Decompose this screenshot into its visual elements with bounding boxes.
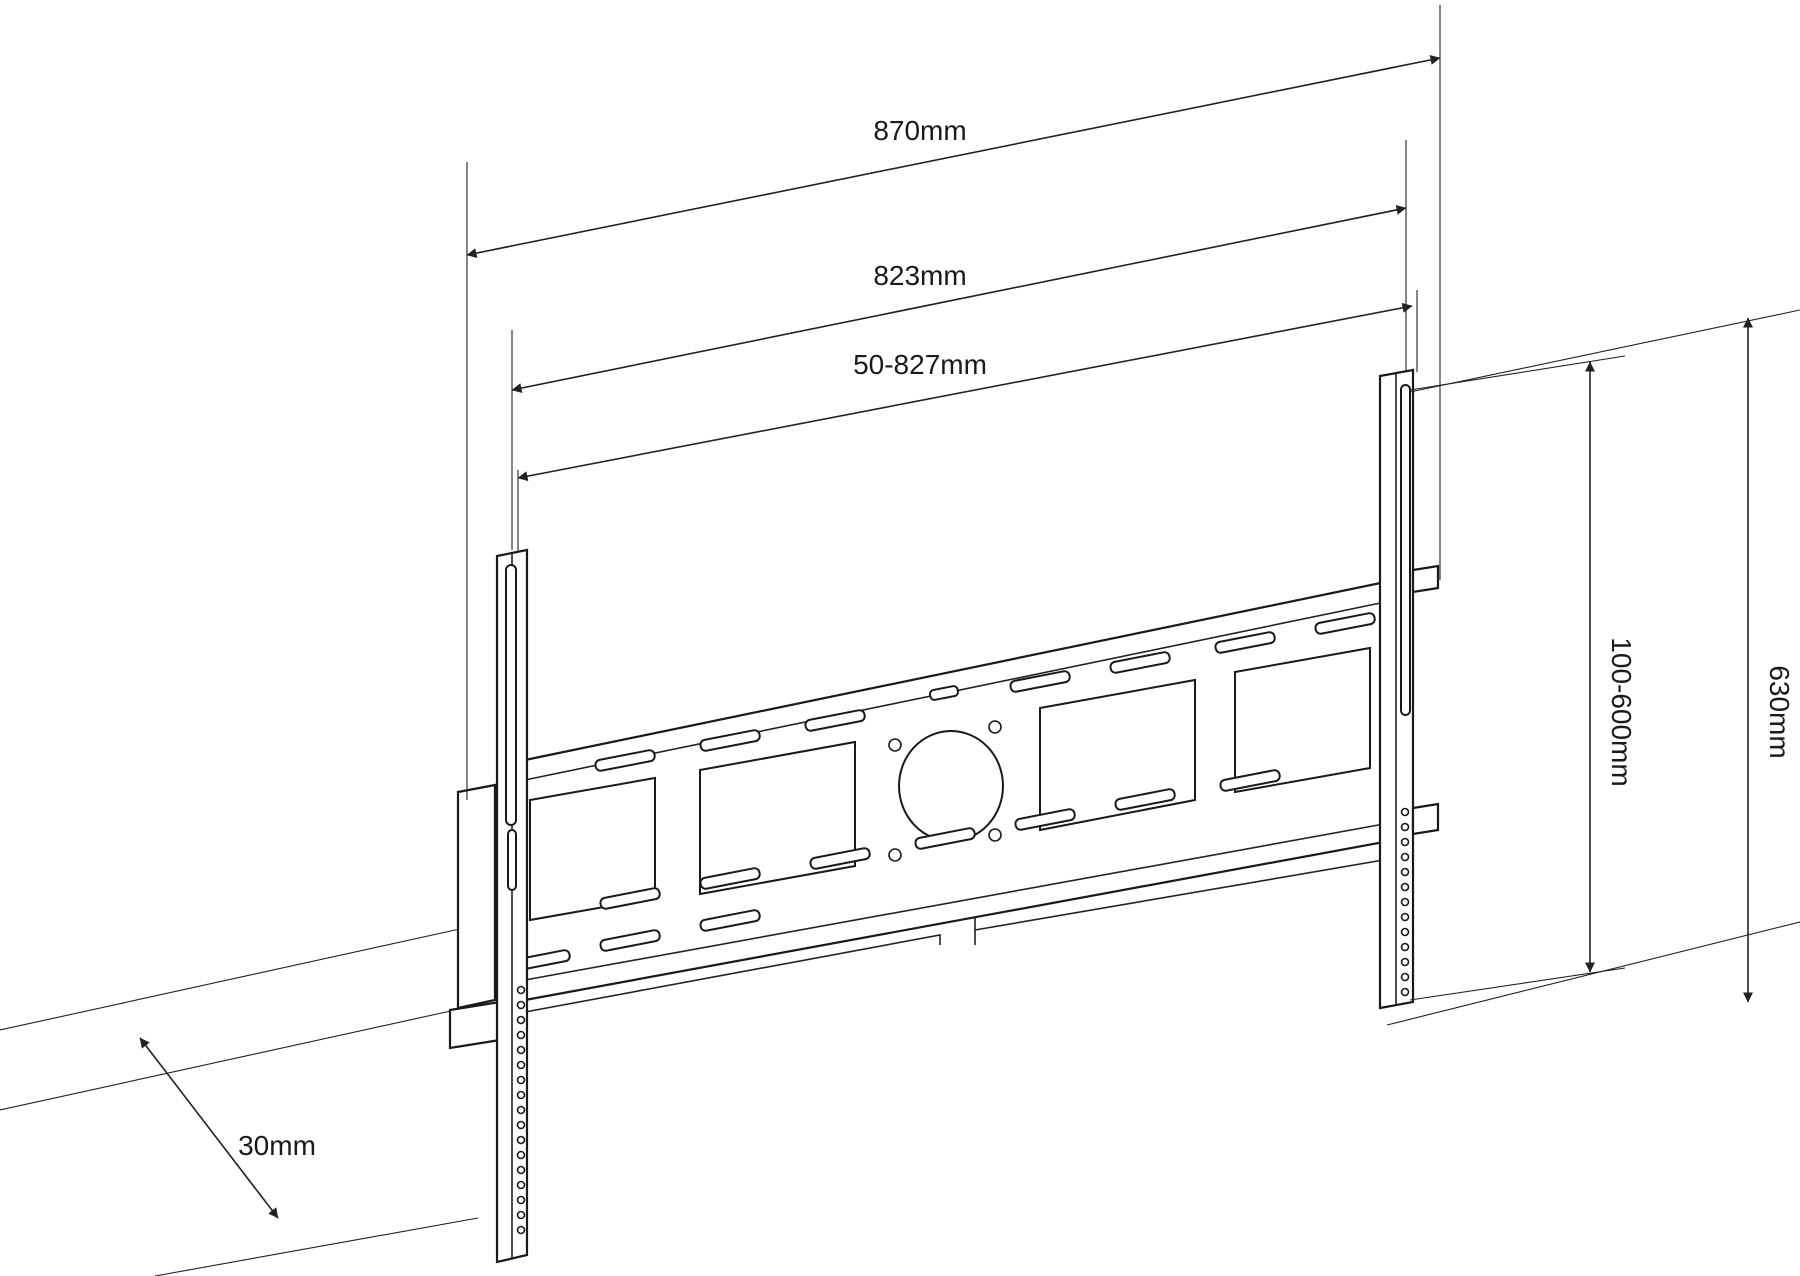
right-arm (1378, 368, 1440, 1010)
plate-window-2 (699, 740, 856, 896)
label-870mm: 870mm (873, 115, 966, 146)
dim-line-30 (139, 1037, 279, 1219)
label-823mm: 823mm (873, 260, 966, 291)
plate-mid-slots (599, 769, 1281, 910)
wall-lines (0, 921, 1800, 1276)
mounting-plate (509, 578, 1397, 1013)
label-630mm: 630mm (1764, 665, 1795, 758)
right-arm-holes (1400, 807, 1410, 997)
left-arm-holes (516, 985, 526, 1235)
label-30mm: 30mm (238, 1130, 316, 1161)
label-50-827mm: 50-827mm (853, 349, 987, 380)
plate-top-slots (594, 612, 1376, 772)
dim-line-50-827 (517, 302, 1413, 482)
plate-window-4 (1234, 646, 1371, 794)
left-arm (448, 548, 529, 1264)
dim-line-870 (466, 54, 1441, 259)
label-100-600mm: 100-600mm (1606, 637, 1637, 786)
dimension-lines (139, 54, 1753, 1219)
center-hole (898, 730, 1004, 842)
